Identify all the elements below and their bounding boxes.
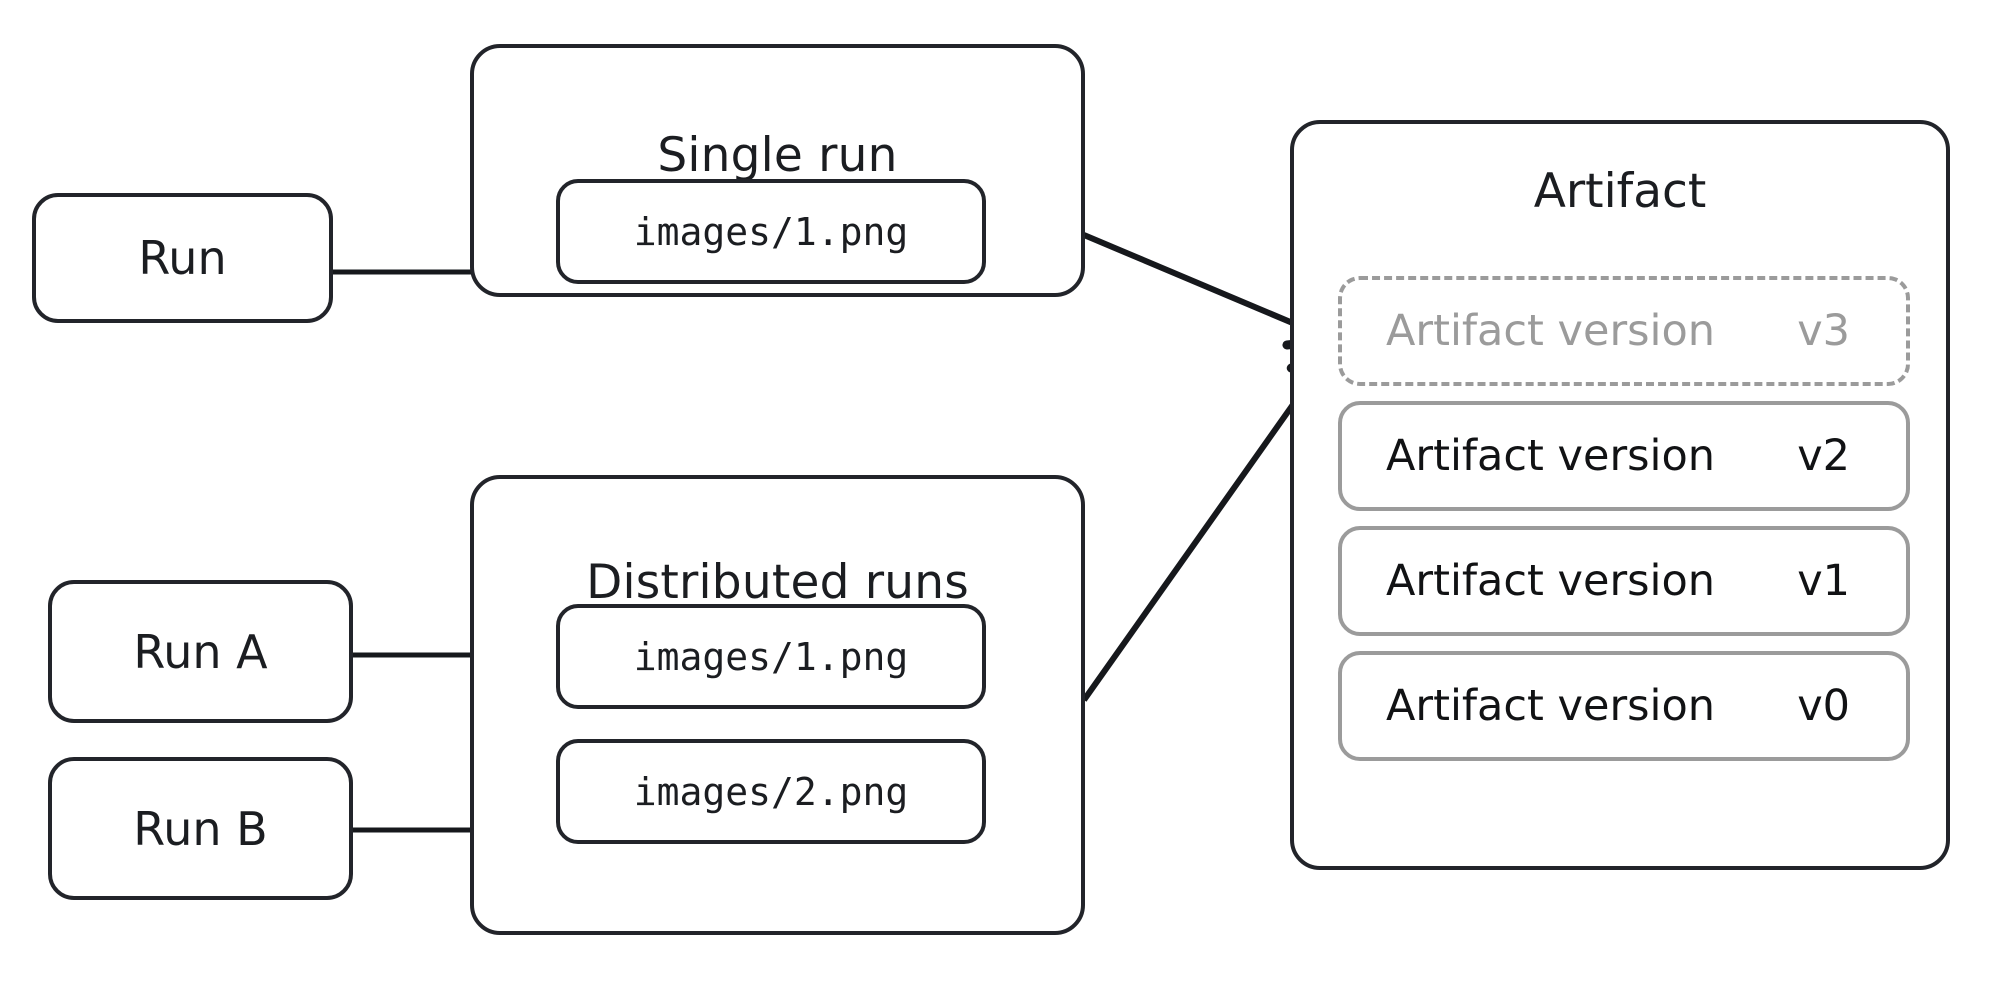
artifact-panel: Artifact Artifact version v3 Artifact ve… — [1290, 120, 1950, 870]
artifact-version-row-v1[interactable]: Artifact version v1 — [1338, 526, 1910, 636]
distributed-runs-group: Distributed runs images/1.png images/2.p… — [470, 475, 1085, 935]
artifact-version-row-v0-name: Artifact version — [1386, 680, 1716, 731]
distributed-run-file-1-label: images/1.png — [633, 634, 909, 679]
distributed-run-file-1[interactable]: images/1.png — [556, 604, 986, 709]
run-a-node[interactable]: Run A — [48, 580, 353, 723]
artifact-version-row-v2-tag: v2 — [1797, 430, 1850, 481]
single-run-group-title: Single run — [657, 128, 898, 183]
single-run-group: Single run images/1.png — [470, 44, 1085, 297]
artifact-version-row-v1-name: Artifact version — [1386, 555, 1716, 606]
run-node[interactable]: Run — [32, 193, 333, 323]
run-b-node-label: Run B — [133, 801, 268, 856]
artifact-version-row-v1-tag: v1 — [1797, 555, 1850, 606]
distributed-runs-group-title: Distributed runs — [586, 555, 969, 610]
artifact-version-row-v3[interactable]: Artifact version v3 — [1338, 276, 1910, 386]
run-b-node[interactable]: Run B — [48, 757, 353, 900]
artifact-version-row-v0-tag: v0 — [1797, 680, 1850, 731]
artifact-version-row-v2-name: Artifact version — [1386, 430, 1716, 481]
artifact-version-row-v3-name: Artifact version — [1386, 305, 1716, 356]
artifact-version-row-v0[interactable]: Artifact version v0 — [1338, 651, 1910, 761]
artifact-version-row-v3-tag: v3 — [1797, 305, 1850, 356]
artifact-version-row-v2[interactable]: Artifact version v2 — [1338, 401, 1910, 511]
single-run-file-1-label: images/1.png — [633, 209, 909, 254]
run-a-node-label: Run A — [133, 624, 268, 679]
distributed-run-file-2-label: images/2.png — [633, 769, 909, 814]
artifact-panel-title: Artifact — [1533, 164, 1707, 219]
single-run-file-1[interactable]: images/1.png — [556, 179, 986, 284]
distributed-run-file-2[interactable]: images/2.png — [556, 739, 986, 844]
run-node-label: Run — [138, 231, 227, 285]
